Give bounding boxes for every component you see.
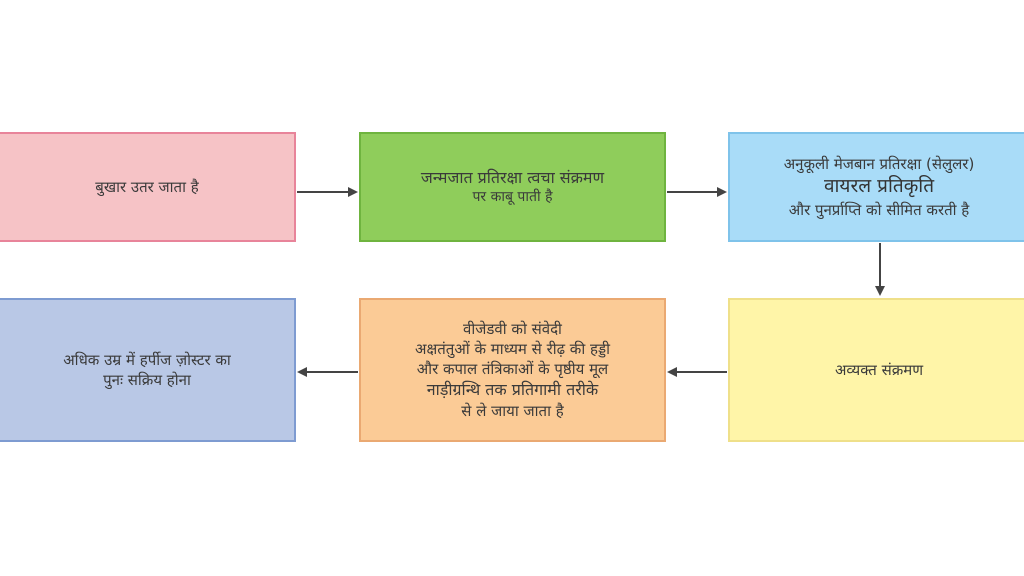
step-box-vzv-transport: वीजेडवी को संवेदी अक्षतंतुओं के माध्यम स… xyxy=(359,298,666,442)
step-text: जन्मजात प्रतिरक्षा त्वचा संक्रमण xyxy=(420,167,605,187)
step-text: वायरल प्रतिकृति xyxy=(823,175,935,198)
step-text: अधिक उम्र में हर्पीज ज़ोस्टर का xyxy=(63,350,231,369)
step-box-adaptive-immunity: अनुकूली मेजबान प्रतिरक्षा (सेलुलर) वायरल… xyxy=(728,132,1024,242)
step-box-herpes-zoster-reactivation: अधिक उम्र में हर्पीज ज़ोस्टर का पुनः सक्… xyxy=(0,298,296,442)
step-text: और पुनर्प्राप्ति को सीमित करती है xyxy=(788,200,970,219)
step-text: वीजेडवी को संवेदी xyxy=(463,319,562,338)
step-text: पुनः सक्रिय होना xyxy=(103,371,191,389)
step-text: और कपाल तंत्रिकाओं के पृष्ठीय मूल xyxy=(416,360,609,379)
step-text: पर काबू पाती है xyxy=(472,189,553,206)
step-text: से ले जाया जाता है xyxy=(461,402,564,421)
step-box-latent-infection: अव्यक्त संक्रमण xyxy=(728,298,1024,442)
step-text: अनुकूली मेजबान प्रतिरक्षा (सेलुलर) xyxy=(783,154,975,173)
step-text: बुखार उतर जाता है xyxy=(95,177,199,196)
step-box-fever-subsides: बुखार उतर जाता है xyxy=(0,132,296,242)
step-box-innate-immunity: जन्मजात प्रतिरक्षा त्वचा संक्रमण पर काबू… xyxy=(359,132,666,242)
step-text: अव्यक्त संक्रमण xyxy=(834,360,924,379)
step-text: अक्षतंतुओं के माध्यम से रीढ़ की हड्डी xyxy=(415,339,610,358)
step-text: नाड़ीग्रन्थि तक प्रतिगामी तरीके xyxy=(426,380,599,400)
